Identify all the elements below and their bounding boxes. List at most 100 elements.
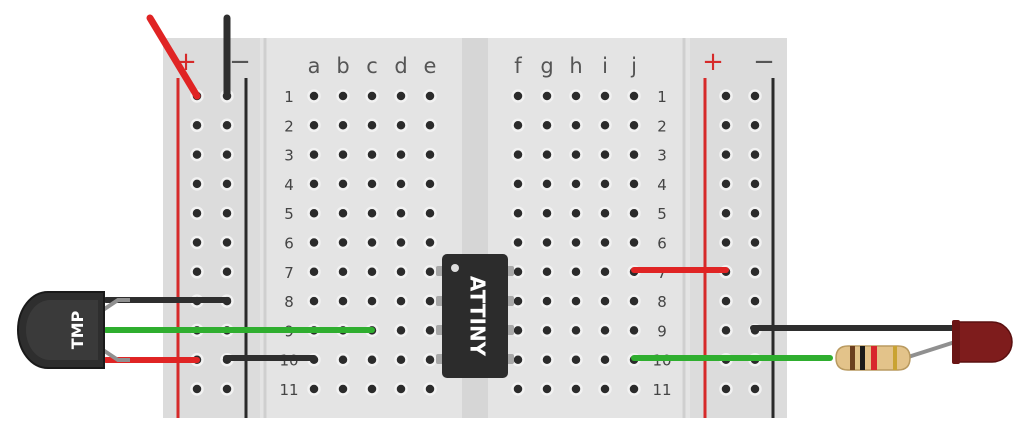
hole-row3-col6[interactable] bbox=[423, 147, 437, 162]
hole-row4-col1[interactable] bbox=[220, 177, 234, 191]
hole-row5-col5[interactable] bbox=[394, 206, 408, 220]
hole-row3-col9[interactable] bbox=[569, 147, 583, 162]
hole-row4-col2[interactable] bbox=[307, 177, 321, 191]
hole-row8-col9[interactable] bbox=[569, 294, 583, 308]
hole-row7-col9[interactable] bbox=[569, 265, 583, 279]
hole-row3-col4[interactable] bbox=[365, 147, 379, 162]
hole-row4-col0[interactable] bbox=[190, 177, 204, 191]
hole-row4-col8[interactable] bbox=[540, 177, 554, 191]
hole-row1-col11[interactable] bbox=[627, 89, 641, 103]
hole-row9-col6[interactable] bbox=[423, 323, 437, 338]
hole-row5-col2[interactable] bbox=[307, 206, 321, 220]
hole-row6-col4[interactable] bbox=[365, 235, 379, 250]
hole-row3-col1[interactable] bbox=[220, 147, 234, 162]
hole-row8-col12[interactable] bbox=[719, 294, 733, 308]
hole-row9-col10[interactable] bbox=[598, 323, 612, 338]
hole-row1-col9[interactable] bbox=[569, 89, 583, 103]
hole-row2-col11[interactable] bbox=[627, 118, 641, 133]
hole-row1-col4[interactable] bbox=[365, 89, 379, 103]
led[interactable] bbox=[952, 320, 1013, 364]
hole-row10-col5[interactable] bbox=[394, 352, 408, 367]
hole-row2-col4[interactable] bbox=[365, 118, 379, 133]
hole-row6-col7[interactable] bbox=[511, 235, 525, 250]
hole-row9-col9[interactable] bbox=[569, 323, 583, 338]
hole-row4-col7[interactable] bbox=[511, 177, 525, 191]
hole-row1-col12[interactable] bbox=[719, 89, 733, 103]
hole-row8-col7[interactable] bbox=[511, 294, 525, 308]
hole-row7-col8[interactable] bbox=[540, 265, 554, 279]
hole-row11-col8[interactable] bbox=[540, 382, 554, 396]
hole-row10-col10[interactable] bbox=[598, 352, 612, 367]
hole-row6-col12[interactable] bbox=[719, 235, 733, 250]
hole-row1-col8[interactable] bbox=[540, 89, 554, 103]
hole-row3-col5[interactable] bbox=[394, 147, 408, 162]
hole-row9-col5[interactable] bbox=[394, 323, 408, 338]
hole-row2-col10[interactable] bbox=[598, 118, 612, 133]
hole-row7-col0[interactable] bbox=[190, 265, 204, 279]
hole-row11-col4[interactable] bbox=[365, 382, 379, 396]
hole-row4-col5[interactable] bbox=[394, 177, 408, 191]
hole-row1-col6[interactable] bbox=[423, 89, 437, 103]
hole-row1-col7[interactable] bbox=[511, 89, 525, 103]
hole-row3-col10[interactable] bbox=[598, 147, 612, 162]
hole-row2-col1[interactable] bbox=[220, 118, 234, 133]
hole-row9-col11[interactable] bbox=[627, 323, 641, 338]
hole-row8-col5[interactable] bbox=[394, 294, 408, 308]
hole-row8-col3[interactable] bbox=[336, 294, 350, 308]
hole-row7-col10[interactable] bbox=[598, 265, 612, 279]
hole-row8-col4[interactable] bbox=[365, 294, 379, 308]
hole-row10-col4[interactable] bbox=[365, 352, 379, 367]
hole-row3-col13[interactable] bbox=[748, 147, 762, 162]
hole-row7-col2[interactable] bbox=[307, 265, 321, 279]
hole-row2-col2[interactable] bbox=[307, 118, 321, 133]
hole-row2-col3[interactable] bbox=[336, 118, 350, 133]
hole-row1-col2[interactable] bbox=[307, 89, 321, 103]
hole-row6-col1[interactable] bbox=[220, 235, 234, 250]
hole-row9-col7[interactable] bbox=[511, 323, 525, 338]
hole-row11-col10[interactable] bbox=[598, 382, 612, 396]
hole-row5-col6[interactable] bbox=[423, 206, 437, 220]
hole-row4-col6[interactable] bbox=[423, 177, 437, 191]
hole-row10-col6[interactable] bbox=[423, 352, 437, 367]
hole-row5-col10[interactable] bbox=[598, 206, 612, 220]
hole-row11-col6[interactable] bbox=[423, 382, 437, 396]
hole-row5-col11[interactable] bbox=[627, 206, 641, 220]
hole-row3-col7[interactable] bbox=[511, 147, 525, 162]
hole-row4-col4[interactable] bbox=[365, 177, 379, 191]
hole-row5-col1[interactable] bbox=[220, 206, 234, 220]
hole-row5-col7[interactable] bbox=[511, 206, 525, 220]
hole-row3-col3[interactable] bbox=[336, 147, 350, 162]
resistor[interactable] bbox=[835, 340, 956, 371]
hole-row6-col13[interactable] bbox=[748, 235, 762, 250]
hole-row7-col7[interactable] bbox=[511, 265, 525, 279]
hole-row3-col12[interactable] bbox=[719, 147, 733, 162]
hole-row6-col0[interactable] bbox=[190, 235, 204, 250]
hole-row1-col10[interactable] bbox=[598, 89, 612, 103]
hole-row4-col3[interactable] bbox=[336, 177, 350, 191]
hole-row7-col6[interactable] bbox=[423, 265, 437, 279]
hole-row6-col10[interactable] bbox=[598, 235, 612, 250]
hole-row10-col3[interactable] bbox=[336, 352, 350, 367]
hole-row1-col3[interactable] bbox=[336, 89, 350, 103]
hole-row11-col2[interactable] bbox=[307, 382, 321, 396]
hole-row6-col9[interactable] bbox=[569, 235, 583, 250]
hole-row7-col3[interactable] bbox=[336, 265, 350, 279]
hole-row11-col12[interactable] bbox=[719, 382, 733, 396]
hole-row8-col13[interactable] bbox=[748, 294, 762, 308]
hole-row10-col7[interactable] bbox=[511, 352, 525, 367]
hole-row11-col13[interactable] bbox=[748, 382, 762, 396]
hole-row3-col8[interactable] bbox=[540, 147, 554, 162]
hole-row2-col12[interactable] bbox=[719, 118, 733, 133]
hole-row6-col3[interactable] bbox=[336, 235, 350, 250]
hole-row2-col7[interactable] bbox=[511, 118, 525, 133]
hole-row3-col0[interactable] bbox=[190, 147, 204, 162]
hole-row5-col3[interactable] bbox=[336, 206, 350, 220]
hole-row5-col9[interactable] bbox=[569, 206, 583, 220]
hole-row7-col5[interactable] bbox=[394, 265, 408, 279]
hole-row7-col13[interactable] bbox=[748, 265, 762, 279]
attiny-chip[interactable]: ATTINY bbox=[436, 254, 514, 378]
hole-row1-col5[interactable] bbox=[394, 89, 408, 103]
hole-row5-col4[interactable] bbox=[365, 206, 379, 220]
hole-row9-col12[interactable] bbox=[719, 323, 733, 338]
hole-row2-col13[interactable] bbox=[748, 118, 762, 133]
